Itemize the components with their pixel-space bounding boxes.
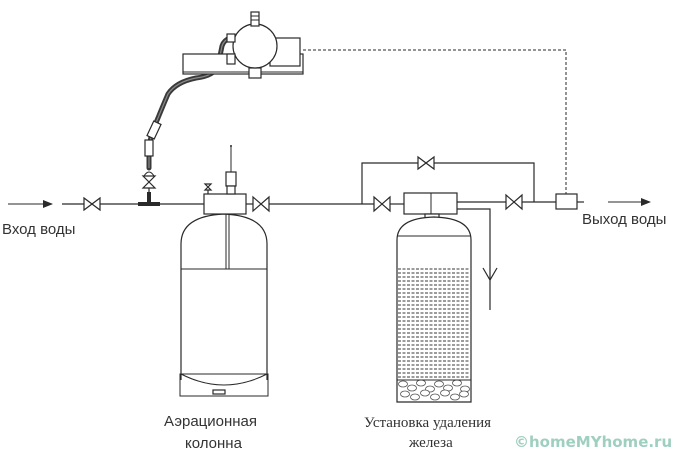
air-injection-tee <box>138 192 160 206</box>
iron-removal-label-1: Установка удаления <box>364 415 491 431</box>
aeration-outlet-valve[interactable] <box>252 195 270 213</box>
iron-removal-filter[interactable] <box>396 216 472 403</box>
gravel-pebble <box>416 379 426 387</box>
control-head[interactable] <box>403 192 458 219</box>
gravel-pebble <box>434 380 444 388</box>
water-outlet-label: Выход воды <box>582 211 666 228</box>
gravel-pebble <box>400 390 410 398</box>
aeration-column-label-1: Аэрационная <box>164 413 257 430</box>
air-vent <box>225 171 237 187</box>
gravel-pebble <box>459 390 469 398</box>
inlet-valve[interactable] <box>83 196 101 212</box>
filter-inlet-valve[interactable] <box>373 195 391 213</box>
hose-filter <box>144 139 154 157</box>
column-head <box>203 193 247 215</box>
iron-removal-label-2: железа <box>408 435 453 451</box>
check-valve[interactable] <box>141 171 157 192</box>
gravel-pebble <box>430 393 440 401</box>
gravel-pebble <box>407 384 417 392</box>
hose-connector <box>146 120 162 140</box>
gravel-pebble <box>420 389 430 397</box>
aeration-column[interactable] <box>179 145 269 397</box>
bypass-line <box>361 162 535 204</box>
control-signal-line <box>303 49 567 194</box>
gravel-pebble <box>410 393 420 401</box>
air-hose <box>144 35 233 171</box>
filter-outlet-valve[interactable] <box>505 193 523 211</box>
filter-media <box>398 268 470 378</box>
bypass-valve[interactable] <box>417 155 435 171</box>
gravel-pebble <box>398 380 408 388</box>
gravel-pebble <box>440 389 450 397</box>
gravel-pebble <box>450 393 460 401</box>
drain-line <box>457 208 498 310</box>
aeration-column-label-2: колонна <box>185 435 243 452</box>
flow-switch <box>555 193 578 210</box>
watermark: ©homeMYhome.ru <box>514 433 672 451</box>
water-inlet-label: Вход воды <box>2 221 75 238</box>
drain-icon <box>482 267 498 282</box>
head-vent-valve[interactable] <box>203 183 213 191</box>
gravel-pebble <box>452 379 462 387</box>
compressor <box>182 11 304 79</box>
gravel-layer <box>398 379 470 401</box>
